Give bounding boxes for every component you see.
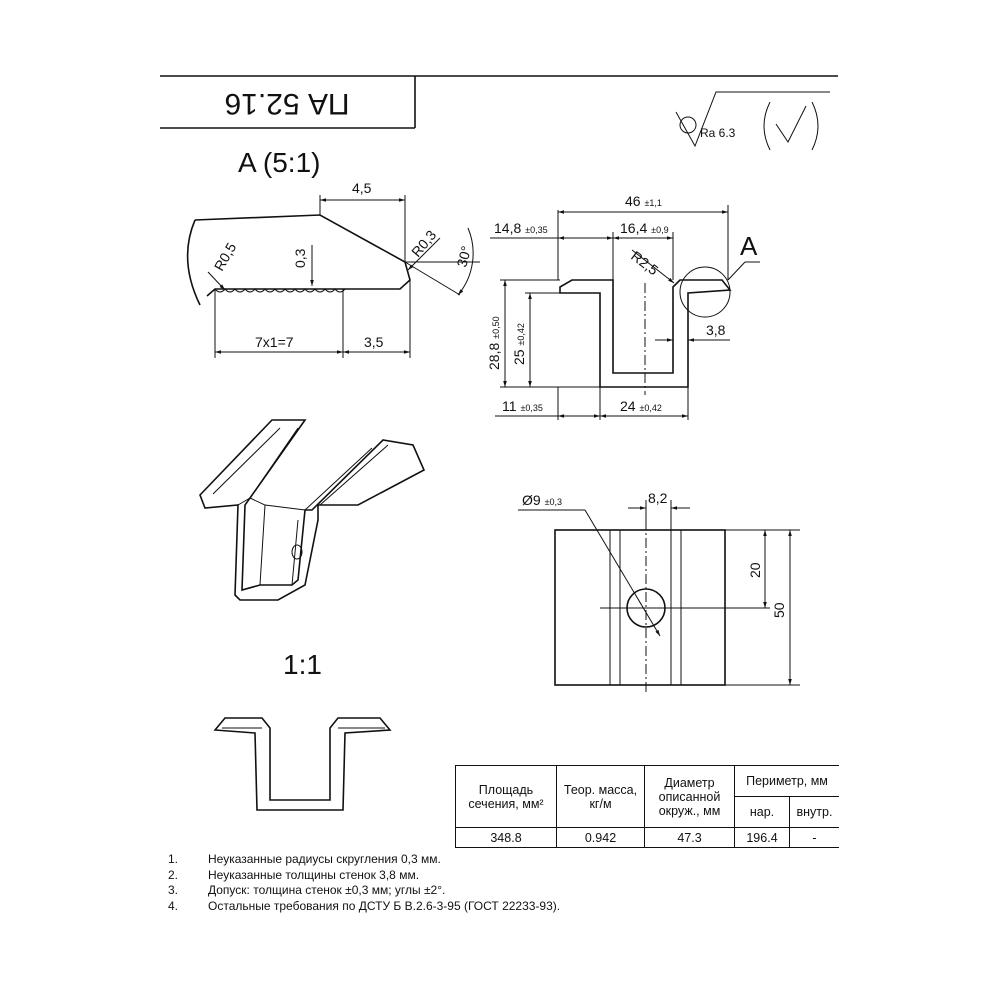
cell-mass: 0.942	[556, 827, 645, 848]
note-text: Неуказанные толщины стенок 3,8 мм.	[208, 867, 420, 882]
scale-label: 1:1	[283, 649, 322, 680]
drawing-code: ПА 52.16	[225, 87, 350, 120]
roughness-symbol: Ra 6.3	[675, 91, 830, 151]
note-number: 2.	[168, 867, 179, 882]
dim-20: 20	[747, 562, 763, 578]
dim-50: 50	[771, 602, 787, 618]
section-view: A 46 ±1,1 14,8 ±0,35 16,4 ±0,9 R2,5 3,8 …	[486, 193, 760, 420]
note-text: Допуск: толщина стенок ±0,3 мм; углы ±2°…	[208, 883, 446, 897]
note-number: 1.	[168, 852, 179, 866]
callout-a: A	[740, 231, 758, 261]
dim-25: 25 ±0,42	[511, 323, 527, 365]
isometric-view	[199, 419, 426, 601]
dim-pitch: 7x1=7	[255, 334, 294, 350]
properties-table: Площадь сечения, мм² Теор. масса, кг/м Д…	[455, 765, 839, 848]
dim-14-8: 14,8 ±0,35	[494, 220, 548, 236]
detail-a-title: A (5:1)	[238, 147, 320, 178]
dim-r0-5: R0,5	[211, 240, 240, 274]
header-mass: Теор. масса, кг/м	[556, 765, 645, 828]
dim-11: 11 ±0,35	[502, 398, 543, 414]
header-inner: внутр.	[789, 796, 839, 828]
notes-list: 1. Неуказанные радиусы скругления 0,3 мм.…	[168, 852, 560, 914]
dim-hole: Ø9 ±0,3	[522, 492, 562, 508]
dim-0-3: 0,3	[292, 248, 308, 268]
dim-8-2: 8,2	[648, 490, 668, 506]
note-item: 3. Допуск: толщина стенок ±0,3 мм; углы ±…	[168, 883, 560, 899]
header-area: Площадь сечения, мм²	[455, 765, 557, 828]
cell-outer: 196.4	[734, 827, 790, 848]
note-item: 4. Остальные требования по ДСТУ Б В.2.6-3…	[168, 899, 560, 915]
dim-30-deg: 30°	[453, 244, 474, 269]
cell-inner: -	[789, 827, 839, 848]
plan-view: Ø9 ±0,3 8,2 20 50	[518, 490, 800, 695]
dim-4-5: 4,5	[352, 180, 372, 196]
detail-a: A (5:1) 4,5 7x1=7 3,5 0,3 R0,5 R0,3 30°	[186, 147, 480, 358]
cell-diameter: 47.3	[644, 827, 735, 848]
dim-24: 24 ±0,42	[620, 398, 662, 414]
dim-16-4: 16,4 ±0,9	[620, 220, 669, 236]
dim-r2-5: R2,5	[628, 248, 661, 279]
title-block: ПА 52.16	[160, 75, 838, 129]
note-number: 4.	[168, 898, 179, 913]
note-item: 2. Неуказанные толщины стенок 3,8 мм.	[168, 868, 560, 884]
dim-3-5: 3,5	[364, 334, 384, 350]
note-number: 3.	[168, 883, 179, 897]
note-item: 1. Неуказанные радиусы скругления 0,3 мм.	[168, 852, 560, 868]
profile-1-1	[213, 717, 392, 811]
dim-3-8: 3,8	[706, 322, 726, 338]
cell-area: 348.8	[455, 827, 557, 848]
header-outer: нар.	[734, 796, 790, 828]
roughness-label: Ra 6.3	[700, 126, 736, 140]
dim-46: 46 ±1,1	[625, 193, 662, 209]
note-text: Неуказанные радиусы скругления 0,3 мм.	[208, 852, 441, 866]
dim-28-8: 28,8 ±0,50	[486, 316, 502, 370]
note-text: Остальные требования по ДСТУ Б В.2.6-3-9…	[208, 898, 561, 913]
header-perimeter: Периметр, мм	[734, 765, 839, 797]
header-diameter: Диаметр описанной окруж., мм	[644, 765, 735, 828]
